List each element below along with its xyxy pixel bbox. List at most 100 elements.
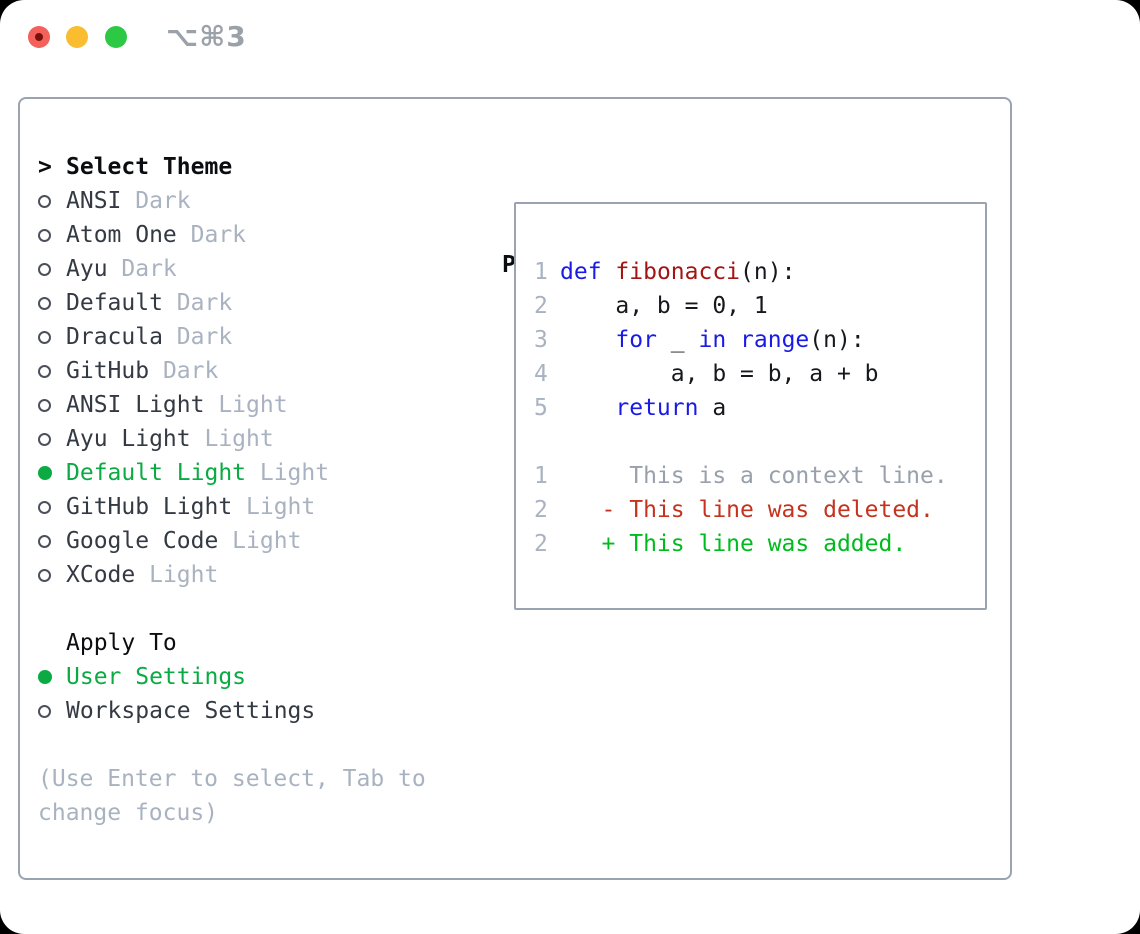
theme-variant: Light bbox=[204, 392, 288, 418]
code-segment: def bbox=[560, 259, 602, 285]
spacer bbox=[38, 728, 478, 762]
theme-option[interactable]: GitHub Light Light bbox=[38, 490, 478, 524]
code-segment: range bbox=[740, 327, 810, 353]
code-line: 5 return a bbox=[534, 391, 879, 425]
code-segment: a bbox=[698, 395, 727, 421]
radio-icon bbox=[38, 262, 66, 276]
hint-text: (Use Enter to select, Tab to change focu… bbox=[38, 766, 426, 826]
radio-icon bbox=[38, 534, 66, 548]
theme-option[interactable]: Default Light Light bbox=[38, 456, 478, 490]
code-text: return a bbox=[560, 395, 726, 421]
code-segment bbox=[560, 327, 615, 353]
theme-name: Atom One bbox=[66, 222, 177, 248]
radio-ring bbox=[38, 568, 51, 582]
theme-name: Google Code bbox=[66, 528, 219, 554]
theme-name: GitHub Light bbox=[66, 494, 233, 520]
code-segment: for bbox=[615, 327, 657, 353]
code-segment: return bbox=[615, 395, 699, 421]
theme-option[interactable]: Default Dark bbox=[38, 286, 478, 320]
theme-option[interactable]: Ayu Dark bbox=[38, 252, 478, 286]
close-button[interactable] bbox=[28, 26, 50, 48]
theme-name: Default bbox=[66, 290, 163, 316]
code-line: 2 a, b = 0, 1 bbox=[534, 289, 879, 323]
code-segment: fibonacci bbox=[615, 259, 741, 285]
diff-text: This is a context line. bbox=[560, 463, 948, 489]
radio-selected-icon bbox=[38, 466, 66, 480]
theme-variant: Light bbox=[232, 494, 316, 520]
radio-ring bbox=[38, 296, 51, 310]
theme-variant: Light bbox=[190, 426, 274, 452]
diff-line-context: 1 This is a context line. bbox=[534, 459, 948, 493]
theme-option[interactable]: Ayu Light Light bbox=[38, 422, 478, 456]
line-number: 2 bbox=[534, 293, 548, 319]
code-line: 3 for _ in range(n): bbox=[534, 323, 879, 357]
line-number: 3 bbox=[534, 327, 548, 353]
theme-option[interactable]: Google Code Light bbox=[38, 524, 478, 558]
radio-ring bbox=[38, 432, 51, 446]
theme-option[interactable]: ANSI Dark bbox=[38, 184, 478, 218]
diff-text: - This line was deleted. bbox=[560, 497, 934, 523]
code-segment: _ bbox=[656, 327, 699, 353]
code-text: def fibonacci(n): bbox=[560, 259, 795, 285]
radio-dot bbox=[38, 466, 52, 480]
line-number: 2 bbox=[534, 497, 548, 523]
apply-to-option[interactable]: Workspace Settings bbox=[38, 694, 478, 728]
radio-dot bbox=[38, 670, 52, 684]
theme-variant: Dark bbox=[162, 324, 233, 350]
theme-option[interactable]: XCode Light bbox=[38, 558, 478, 592]
apply-to-option[interactable]: User Settings bbox=[38, 660, 478, 694]
line-number: 2 bbox=[534, 531, 548, 557]
theme-variant: Dark bbox=[162, 290, 233, 316]
apply-to-label: Workspace Settings bbox=[66, 698, 316, 724]
radio-icon bbox=[38, 568, 66, 582]
code-segment: (n): bbox=[809, 327, 865, 353]
theme-option[interactable]: GitHub Dark bbox=[38, 354, 478, 388]
theme-name: Default Light bbox=[66, 460, 247, 486]
code-segment bbox=[726, 327, 740, 353]
theme-name: ANSI Light bbox=[66, 392, 205, 418]
diff-line-added: 2 + This line was added. bbox=[534, 527, 948, 561]
code-segment: (n): bbox=[740, 259, 796, 285]
theme-variant: Dark bbox=[149, 358, 219, 384]
diff-line-deleted: 2 - This line was deleted. bbox=[534, 493, 948, 527]
code-segment: a, b = b, a + b bbox=[560, 361, 879, 387]
theme-variant: Dark bbox=[176, 222, 247, 248]
radio-ring bbox=[38, 534, 51, 548]
code-segment: in bbox=[698, 327, 727, 353]
theme-name: Ayu Light bbox=[66, 426, 191, 452]
code-text: a, b = 0, 1 bbox=[560, 293, 768, 319]
diff-preview: 1 This is a context line.2 - This line w… bbox=[534, 459, 948, 561]
radio-icon bbox=[38, 228, 66, 242]
radio-ring bbox=[38, 398, 51, 412]
theme-name: XCode bbox=[66, 562, 136, 588]
line-number: 4 bbox=[534, 361, 548, 387]
radio-ring bbox=[38, 330, 51, 344]
line-number: 5 bbox=[534, 395, 548, 421]
radio-ring bbox=[38, 500, 51, 514]
theme-variant: Light bbox=[135, 562, 219, 588]
radio-ring bbox=[38, 704, 51, 718]
radio-icon bbox=[38, 296, 66, 310]
theme-option[interactable]: Atom One Dark bbox=[38, 218, 478, 252]
theme-name: ANSI bbox=[66, 188, 122, 214]
theme-picker-title: Select Theme bbox=[66, 154, 233, 180]
code-segment bbox=[560, 395, 615, 421]
minimize-button[interactable] bbox=[66, 26, 88, 48]
titlebar: ⌥⌘3 bbox=[0, 0, 1140, 72]
theme-variant: Light bbox=[246, 460, 330, 486]
radio-ring bbox=[38, 364, 51, 378]
zoom-button[interactable] bbox=[105, 26, 127, 48]
prompt-icon: > bbox=[38, 154, 52, 180]
theme-name: GitHub bbox=[66, 358, 150, 384]
theme-option[interactable]: ANSI Light Light bbox=[38, 388, 478, 422]
theme-option[interactable]: Dracula Dark bbox=[38, 320, 478, 354]
diff-text: + This line was added. bbox=[560, 531, 907, 557]
code-segment: a, b = 0, 1 bbox=[560, 293, 768, 319]
